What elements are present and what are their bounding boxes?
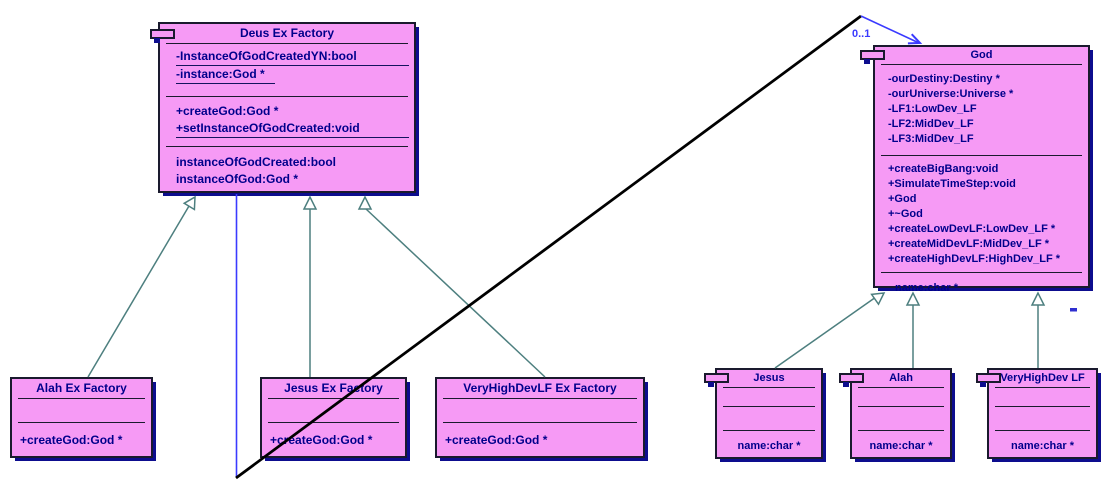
anchor-mark	[1070, 308, 1077, 312]
properties-section: name:char *	[875, 273, 1088, 296]
operations-section	[989, 407, 1096, 430]
class-title: Alah Ex Factory	[36, 381, 127, 395]
attribute: -InstanceOfGodCreatedYN:bool	[176, 48, 409, 66]
class-tab-icon	[976, 373, 1001, 387]
attribute: -LF2:MidDev_LF	[888, 118, 974, 130]
attributes-section	[852, 388, 950, 406]
edge-line	[365, 208, 546, 378]
attributes-section	[717, 388, 821, 406]
properties-section: name:char *	[852, 431, 950, 454]
divider	[858, 430, 944, 431]
divider	[858, 406, 944, 407]
operation: +createLowDevLF:LowDev_LF *	[888, 223, 1056, 235]
operation: +God	[888, 193, 917, 205]
divider	[18, 422, 145, 423]
operations-section: +createBigBang:void +SimulateTimeStep:vo…	[875, 156, 1088, 272]
class-jesus[interactable]: Jesus name:char *	[704, 368, 823, 459]
class-jesus-ex-factory[interactable]: Jesus Ex Factory +createGod:God *	[260, 377, 407, 458]
operations-section	[717, 407, 821, 430]
divider	[858, 387, 944, 388]
divider	[995, 406, 1090, 407]
class-title: Alah	[889, 372, 913, 384]
generalization-arrowhead-icon	[302, 195, 318, 210]
class-god[interactable]: God -ourDestiny:Destiny * -ourUniverse:U…	[860, 45, 1090, 294]
property: name:char *	[895, 282, 958, 294]
operation: +createMidDevLF:MidDev_LF *	[888, 238, 1050, 250]
attributes-section: -ourDestiny:Destiny * -ourUniverse:Unive…	[875, 65, 1088, 155]
attribute: -LF1:LowDev_LF	[888, 103, 977, 115]
class-tab-icon	[839, 373, 864, 387]
class-title: Jesus Ex Factory	[284, 381, 383, 395]
divider	[18, 398, 145, 399]
divider	[881, 272, 1082, 273]
generalization-edge-jesus-god[interactable]	[774, 292, 886, 369]
divider	[881, 155, 1082, 156]
properties-section: name:char *	[989, 431, 1096, 454]
property: name:char *	[1011, 440, 1074, 452]
generalization-arrowhead-icon	[182, 195, 196, 211]
class-veryhighdev-lf[interactable]: VeryHighDev LF name:char *	[976, 368, 1098, 459]
generalization-arrowhead-icon	[357, 195, 373, 210]
attribute: -LF3:MidDev_LF	[888, 133, 974, 145]
association-arrowhead-icon	[907, 33, 923, 45]
operation: +createGod:God *	[445, 433, 548, 447]
property: instanceOfGodCreated:bool	[176, 155, 337, 169]
property: instanceOfGod:God *	[176, 172, 299, 186]
operation: +SimulateTimeStep:void	[888, 178, 1016, 190]
class-tab-icon	[704, 373, 729, 387]
operations-section	[852, 407, 950, 430]
operation: +createGod:God *	[20, 433, 123, 447]
operations-section: +createGod:God *	[12, 423, 151, 449]
operations-section: +createGod:God *	[437, 423, 643, 449]
class-alah[interactable]: Alah name:char *	[839, 368, 952, 459]
generalization-edge-alahex-deus[interactable]	[87, 195, 196, 378]
generalization-edge-vhd-god[interactable]	[1030, 291, 1046, 368]
edge-line	[774, 296, 877, 369]
operation: +~God	[888, 208, 923, 220]
operations-section: +createGod:God * +setInstanceOfGodCreate…	[160, 97, 414, 146]
properties-section: instanceOfGodCreated:bool instanceOfGod:…	[160, 147, 414, 188]
attributes-section	[989, 388, 1096, 406]
operation: +setInstanceOfGodCreated:void	[176, 120, 409, 138]
class-title: Deus Ex Factory	[239, 26, 335, 40]
attributes-section	[437, 399, 643, 422]
attribute: -instance:God *	[176, 66, 275, 84]
property: name:char *	[737, 440, 801, 452]
attributes-section	[12, 399, 151, 422]
class-title: God	[970, 49, 993, 61]
edge-line	[87, 205, 190, 378]
divider	[995, 387, 1090, 388]
attribute: -ourUniverse:Universe *	[888, 88, 1014, 100]
generalization-edge-alah-god[interactable]	[905, 291, 921, 368]
class-tab-icon	[150, 29, 175, 43]
class-veryhighdevlf-ex-factory[interactable]: VeryHighDevLF Ex Factory +createGod:God …	[435, 377, 645, 458]
properties-section: name:char *	[717, 431, 821, 454]
divider	[995, 430, 1090, 431]
class-title: VeryHighDev LF	[1000, 372, 1085, 384]
class-title: VeryHighDevLF Ex Factory	[463, 381, 617, 395]
operation: +createHighDevLF:HighDev_LF *	[888, 253, 1061, 265]
association-multiplicity-label: 0..1	[852, 28, 871, 40]
operation: +createGod:God *	[176, 104, 279, 118]
property: name:char *	[869, 440, 933, 452]
attributes-section	[262, 399, 405, 422]
generalization-edge-vhdex-deus[interactable]	[357, 195, 546, 378]
attributes-section: -InstanceOfGodCreatedYN:bool -instance:G…	[160, 44, 414, 96]
attribute: -ourDestiny:Destiny *	[888, 73, 1000, 85]
class-alah-ex-factory[interactable]: Alah Ex Factory +createGod:God *	[10, 377, 153, 458]
operation: +createBigBang:void	[888, 163, 999, 175]
operations-section: +createGod:God *	[262, 423, 405, 449]
class-tab-icon	[860, 50, 885, 64]
operation: +createGod:God *	[270, 433, 373, 447]
class-deus-ex-factory[interactable]: Deus Ex Factory -InstanceOfGodCreatedYN:…	[150, 22, 416, 193]
generalization-edge-jesusex-deus[interactable]	[302, 195, 318, 377]
class-title: Jesus	[753, 372, 785, 384]
divider	[881, 64, 1082, 65]
